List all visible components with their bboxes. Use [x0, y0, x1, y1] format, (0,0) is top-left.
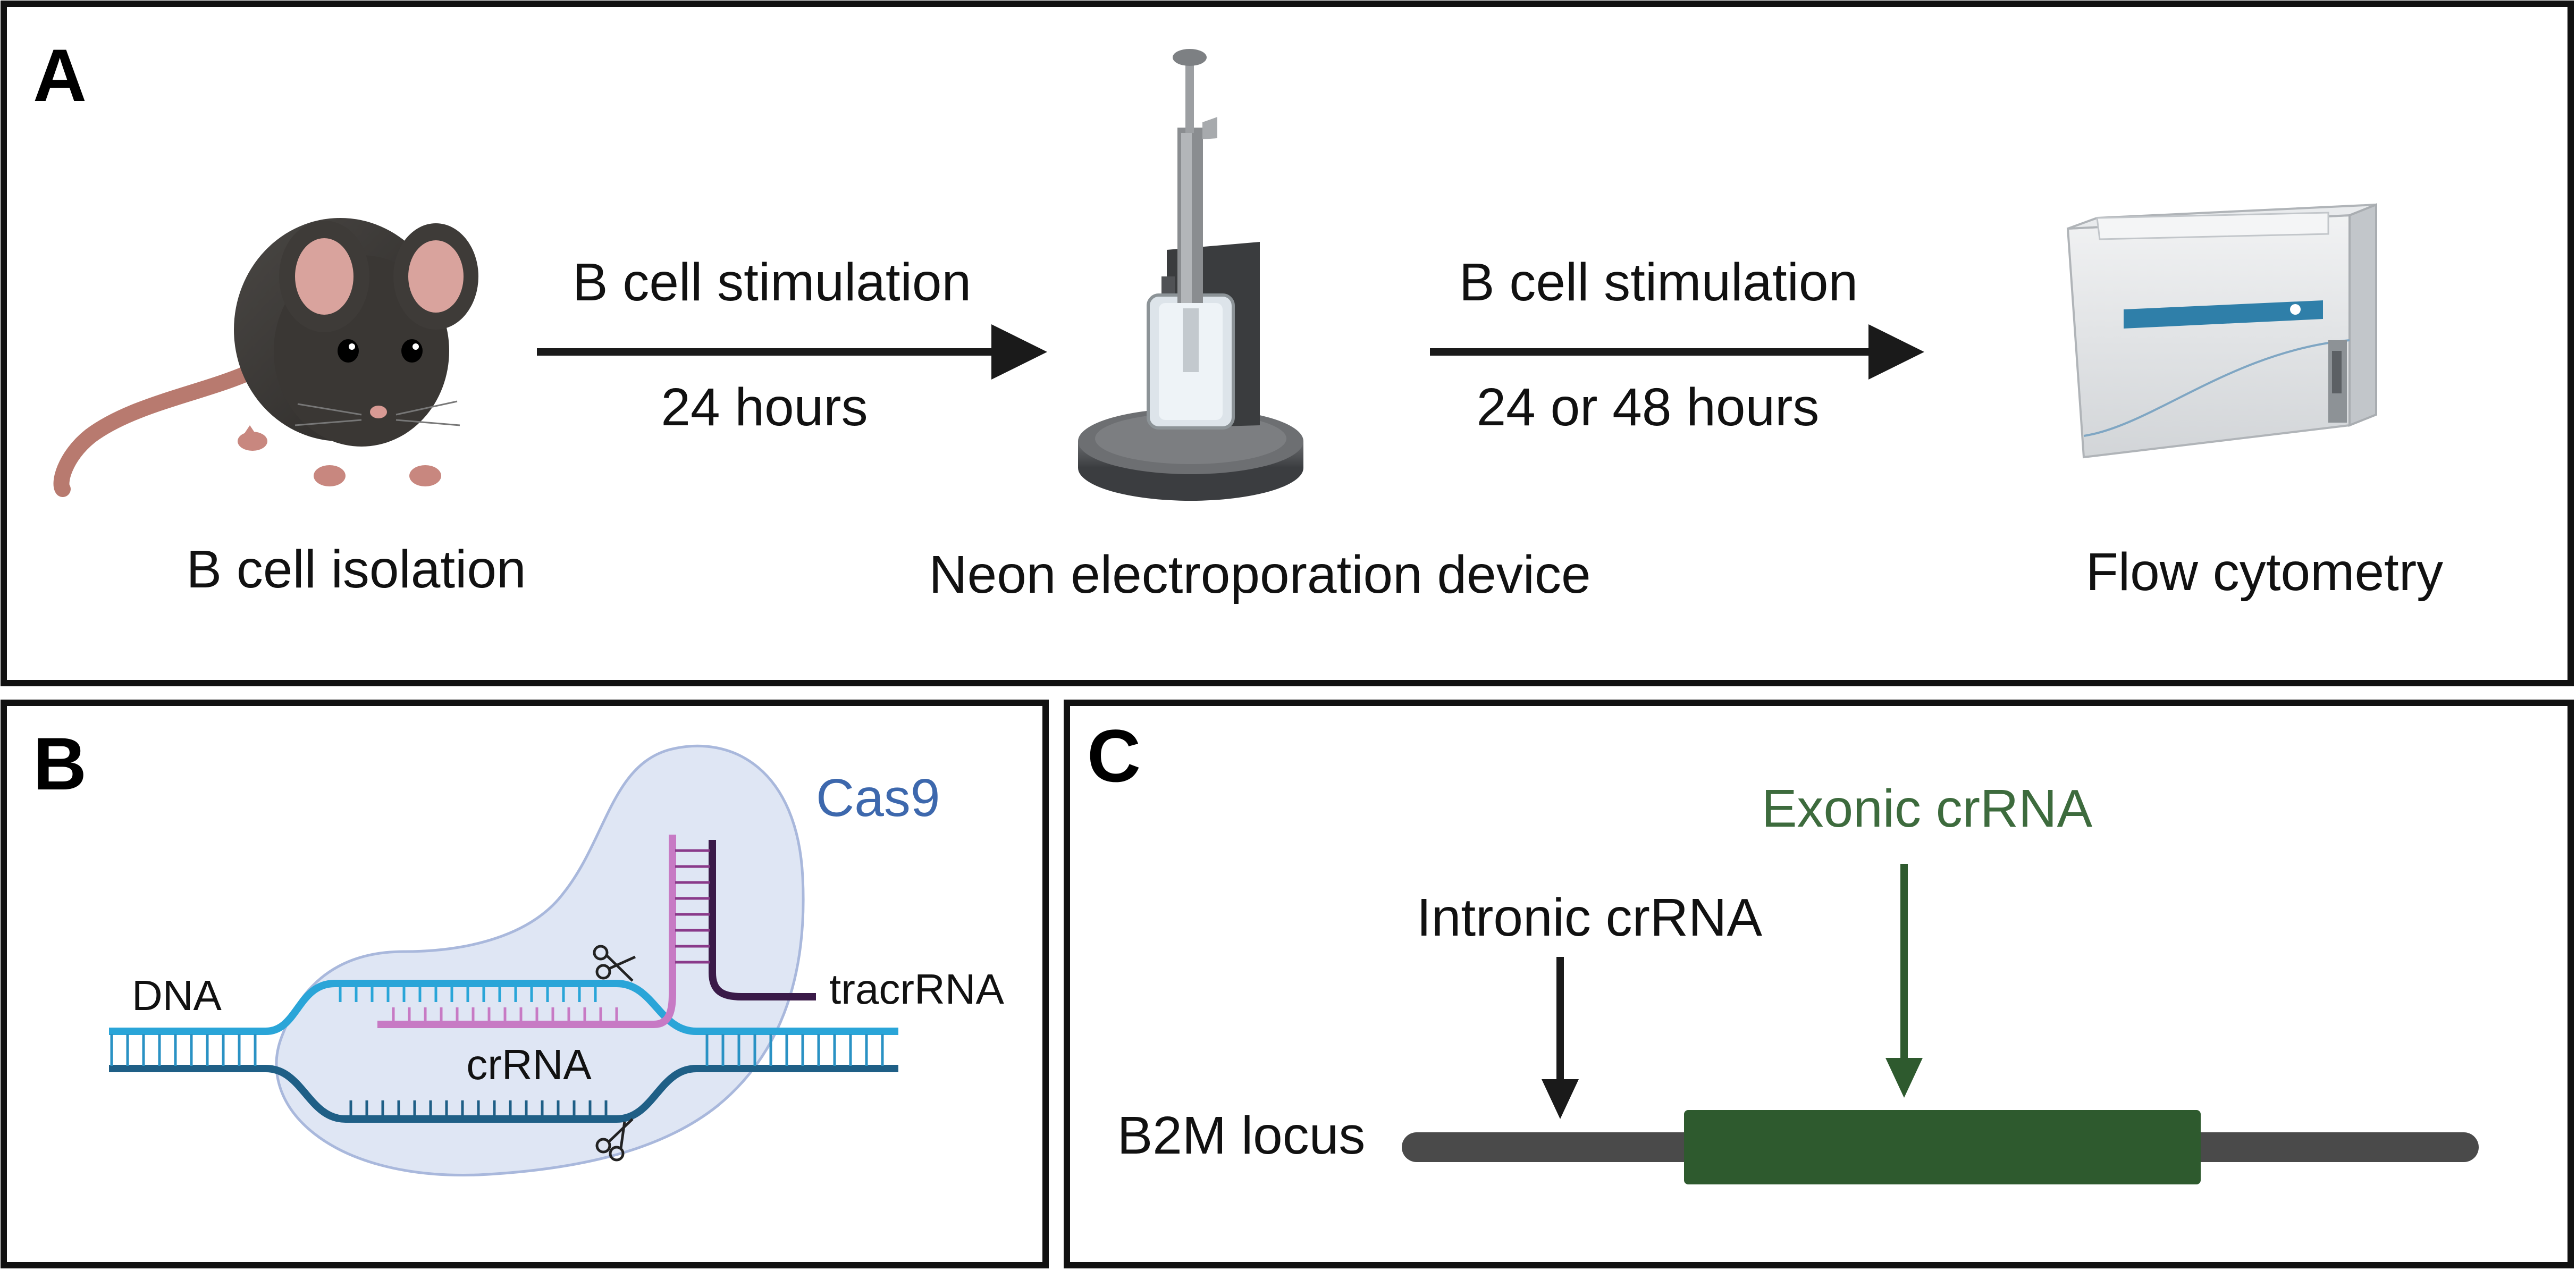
tracrrna-strand: [675, 840, 816, 1000]
tracrrna-label: tracrRNA: [829, 965, 1005, 1013]
b2m-locus-label: B2M locus: [1117, 1106, 1366, 1165]
arrow2-bottom-label: 24 or 48 hours: [1477, 377, 1820, 437]
dna-molecule: [109, 980, 898, 1123]
electroporation-device-illustration: [1078, 49, 1303, 501]
arrow-stimulation-2: [1430, 324, 1924, 380]
exonic-crrna-label: Exonic crRNA: [1762, 779, 2093, 838]
cas9-label: Cas9: [816, 768, 940, 828]
crrna-label: crRNA: [466, 1041, 592, 1088]
arrow-stimulation-1: [537, 324, 1047, 380]
b2m-locus: [1402, 1110, 2479, 1184]
intronic-crrna-arrow: [1542, 957, 1579, 1119]
panel-b-letter: B: [33, 722, 87, 805]
panel-c-frame: [1064, 700, 2574, 1268]
crrna-strand: [377, 835, 676, 1028]
panel-a: A: [1, 1, 2574, 686]
panel-c-letter: C: [1087, 714, 1141, 797]
arrow2-top-label: B cell stimulation: [1459, 253, 1858, 312]
exonic-crrna-arrow: [1885, 864, 1923, 1098]
cas9-protein-shape: [275, 744, 805, 1176]
caption-flow-cytometry: Flow cytometry: [2086, 542, 2443, 602]
dna-label: DNA: [132, 972, 222, 1019]
panel-a-frame: [1, 1, 2574, 686]
panel-c: C Exonic crRNA Intronic crRNA B2M locus: [1064, 700, 2574, 1268]
mouse-illustration: [53, 218, 478, 497]
scissors-icon: [595, 1118, 634, 1162]
caption-neon-device: Neon electroporation device: [929, 545, 1590, 604]
arrow1-top-label: B cell stimulation: [573, 253, 971, 312]
panel-b: B Cas9: [1, 700, 1049, 1268]
caption-b-cell-isolation: B cell isolation: [186, 540, 526, 599]
exon: [1684, 1110, 2201, 1184]
panel-a-letter: A: [33, 33, 87, 117]
arrow1-bottom-label: 24 hours: [661, 377, 868, 437]
intronic-crrna-label: Intronic crRNA: [1417, 888, 1762, 947]
scissors-icon: [593, 945, 636, 982]
panel-b-frame: [1, 700, 1049, 1268]
flow-cytometer-illustration: [2066, 203, 2377, 459]
